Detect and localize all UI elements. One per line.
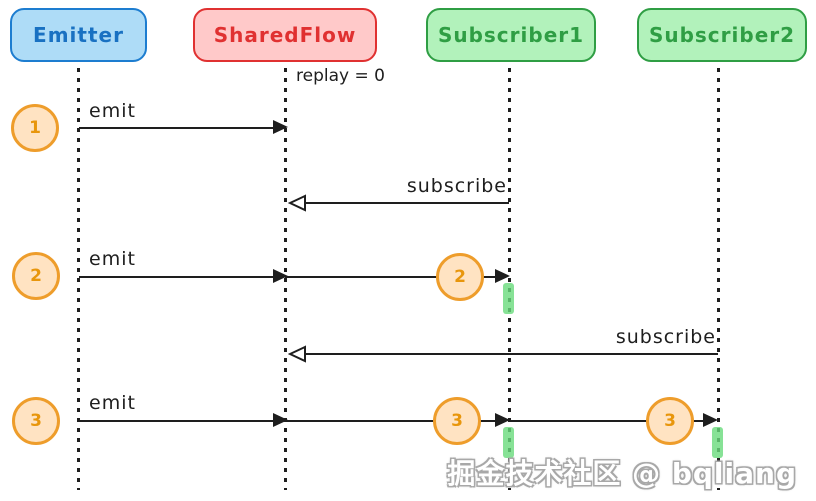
filled-arrowhead-icon [495, 413, 510, 427]
actor-label-emitter: Emitter [33, 23, 124, 47]
emit-1-arrow [79, 120, 288, 134]
actor-label-subscriber1: Subscriber1 [437, 23, 585, 47]
lifeline-emitter [77, 68, 80, 490]
delivered-value-3-subscriber2: 3 [646, 397, 694, 445]
sequence-marker-3: 3 [12, 397, 60, 445]
delivered-value-2-subscriber1: 2 [436, 253, 484, 301]
emit-3-arrow-to-subscriber2 [509, 413, 718, 427]
actor-box-sharedflow: SharedFlow [193, 8, 377, 62]
replay-note: replay = 0 [296, 66, 385, 86]
sequence-marker-2: 2 [12, 252, 60, 300]
emit-3-label: emit [89, 392, 136, 414]
emit-2-arrow-to-sharedflow [79, 269, 288, 283]
delivered-value-3-subscriber1: 3 [433, 397, 481, 445]
sequence-marker-1: 1 [11, 104, 59, 152]
lifeline-subscriber2 [717, 68, 720, 490]
actor-box-subscriber2: Subscriber2 [637, 8, 807, 62]
activation-bar-subscriber2 [712, 427, 723, 458]
subscribe-1-label: subscribe [406, 175, 507, 197]
subscribe-2-arrow [288, 345, 718, 363]
activation-bar-subscriber1-a [503, 283, 514, 314]
emit-3-arrow-to-sharedflow [79, 413, 288, 427]
sequence-marker-3-value: 3 [30, 411, 42, 431]
delivered-value-3-subscriber1-value: 3 [451, 411, 463, 431]
actor-label-subscriber2: Subscriber2 [648, 23, 796, 47]
actor-label-sharedflow: SharedFlow [213, 23, 357, 47]
watermark-text: 掘金技术社区 @ bqliang [447, 457, 797, 490]
open-arrowhead-icon [288, 194, 306, 212]
emit-2-label: emit [89, 248, 136, 270]
sequence-marker-2-value: 2 [30, 266, 42, 286]
filled-arrowhead-icon [273, 413, 288, 427]
filled-arrowhead-icon [495, 269, 510, 283]
filled-arrowhead-icon [703, 413, 718, 427]
delivered-value-2-subscriber1-value: 2 [454, 267, 466, 287]
subscribe-2-label: subscribe [615, 326, 716, 348]
filled-arrowhead-icon [273, 269, 288, 283]
open-arrowhead-icon [288, 345, 306, 363]
emit-3-arrow-to-subscriber1 [285, 413, 510, 427]
subscribe-1-arrow [288, 194, 509, 212]
actor-box-subscriber1: Subscriber1 [426, 8, 596, 62]
actor-box-emitter: Emitter [10, 8, 147, 62]
delivered-value-3-subscriber2-value: 3 [664, 411, 676, 431]
emit-1-label: emit [89, 100, 136, 122]
activation-bar-subscriber1-b [503, 427, 514, 458]
sequence-marker-1-value: 1 [29, 118, 41, 138]
filled-arrowhead-icon [273, 120, 288, 134]
emit-2-arrow-to-subscriber1 [285, 269, 510, 283]
